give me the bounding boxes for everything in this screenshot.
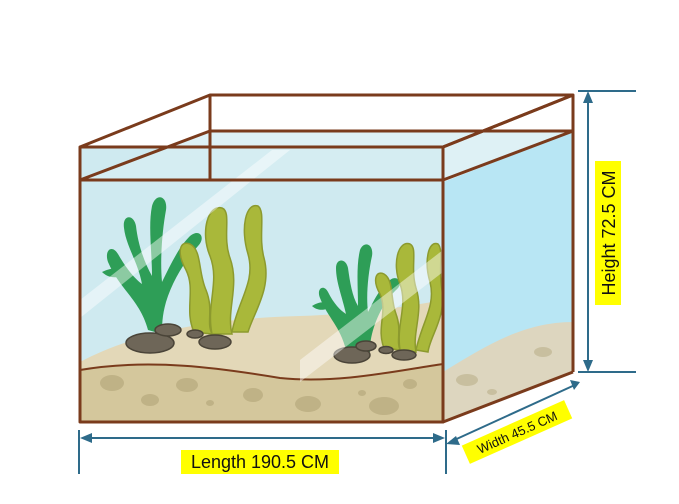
olive-seaweed-right: [374, 242, 444, 353]
rock: [391, 349, 417, 361]
glass-reflection: [300, 250, 443, 382]
green-plant-left: [102, 197, 202, 334]
side-pebble: [456, 374, 478, 386]
rock: [125, 332, 175, 354]
rock: [154, 323, 182, 337]
sand-pebble: [243, 388, 263, 402]
green-plant-right: [312, 244, 400, 352]
tank-frame: [78, 93, 575, 424]
width-label-highlight: [461, 400, 573, 464]
glass-reflection: [80, 150, 290, 318]
side-pebble: [534, 347, 552, 357]
sand-pebble: [176, 378, 198, 392]
height-label-highlight: [595, 161, 621, 305]
sand-pebble: [100, 375, 124, 391]
sand-pebble: [206, 400, 214, 406]
rock: [378, 345, 394, 355]
sand-pebble: [369, 397, 399, 415]
side-pebble: [487, 389, 497, 395]
olive-seaweed-left: [179, 204, 267, 335]
sand-pebble: [358, 390, 366, 396]
dimension-lines: [78, 90, 636, 474]
sand-pebble: [141, 394, 159, 406]
tank-side-sand: [443, 322, 573, 422]
rock: [355, 340, 377, 352]
height-label: Height 72.5 CM: [599, 170, 619, 295]
length-label: Length 190.5 CM: [191, 452, 329, 472]
sand-pebble: [403, 379, 417, 389]
rock: [198, 334, 232, 350]
length-label-highlight: [181, 450, 339, 474]
sand-pebble: [295, 396, 321, 412]
width-label: Width 45.5 CM: [475, 408, 560, 457]
rock: [186, 329, 204, 339]
